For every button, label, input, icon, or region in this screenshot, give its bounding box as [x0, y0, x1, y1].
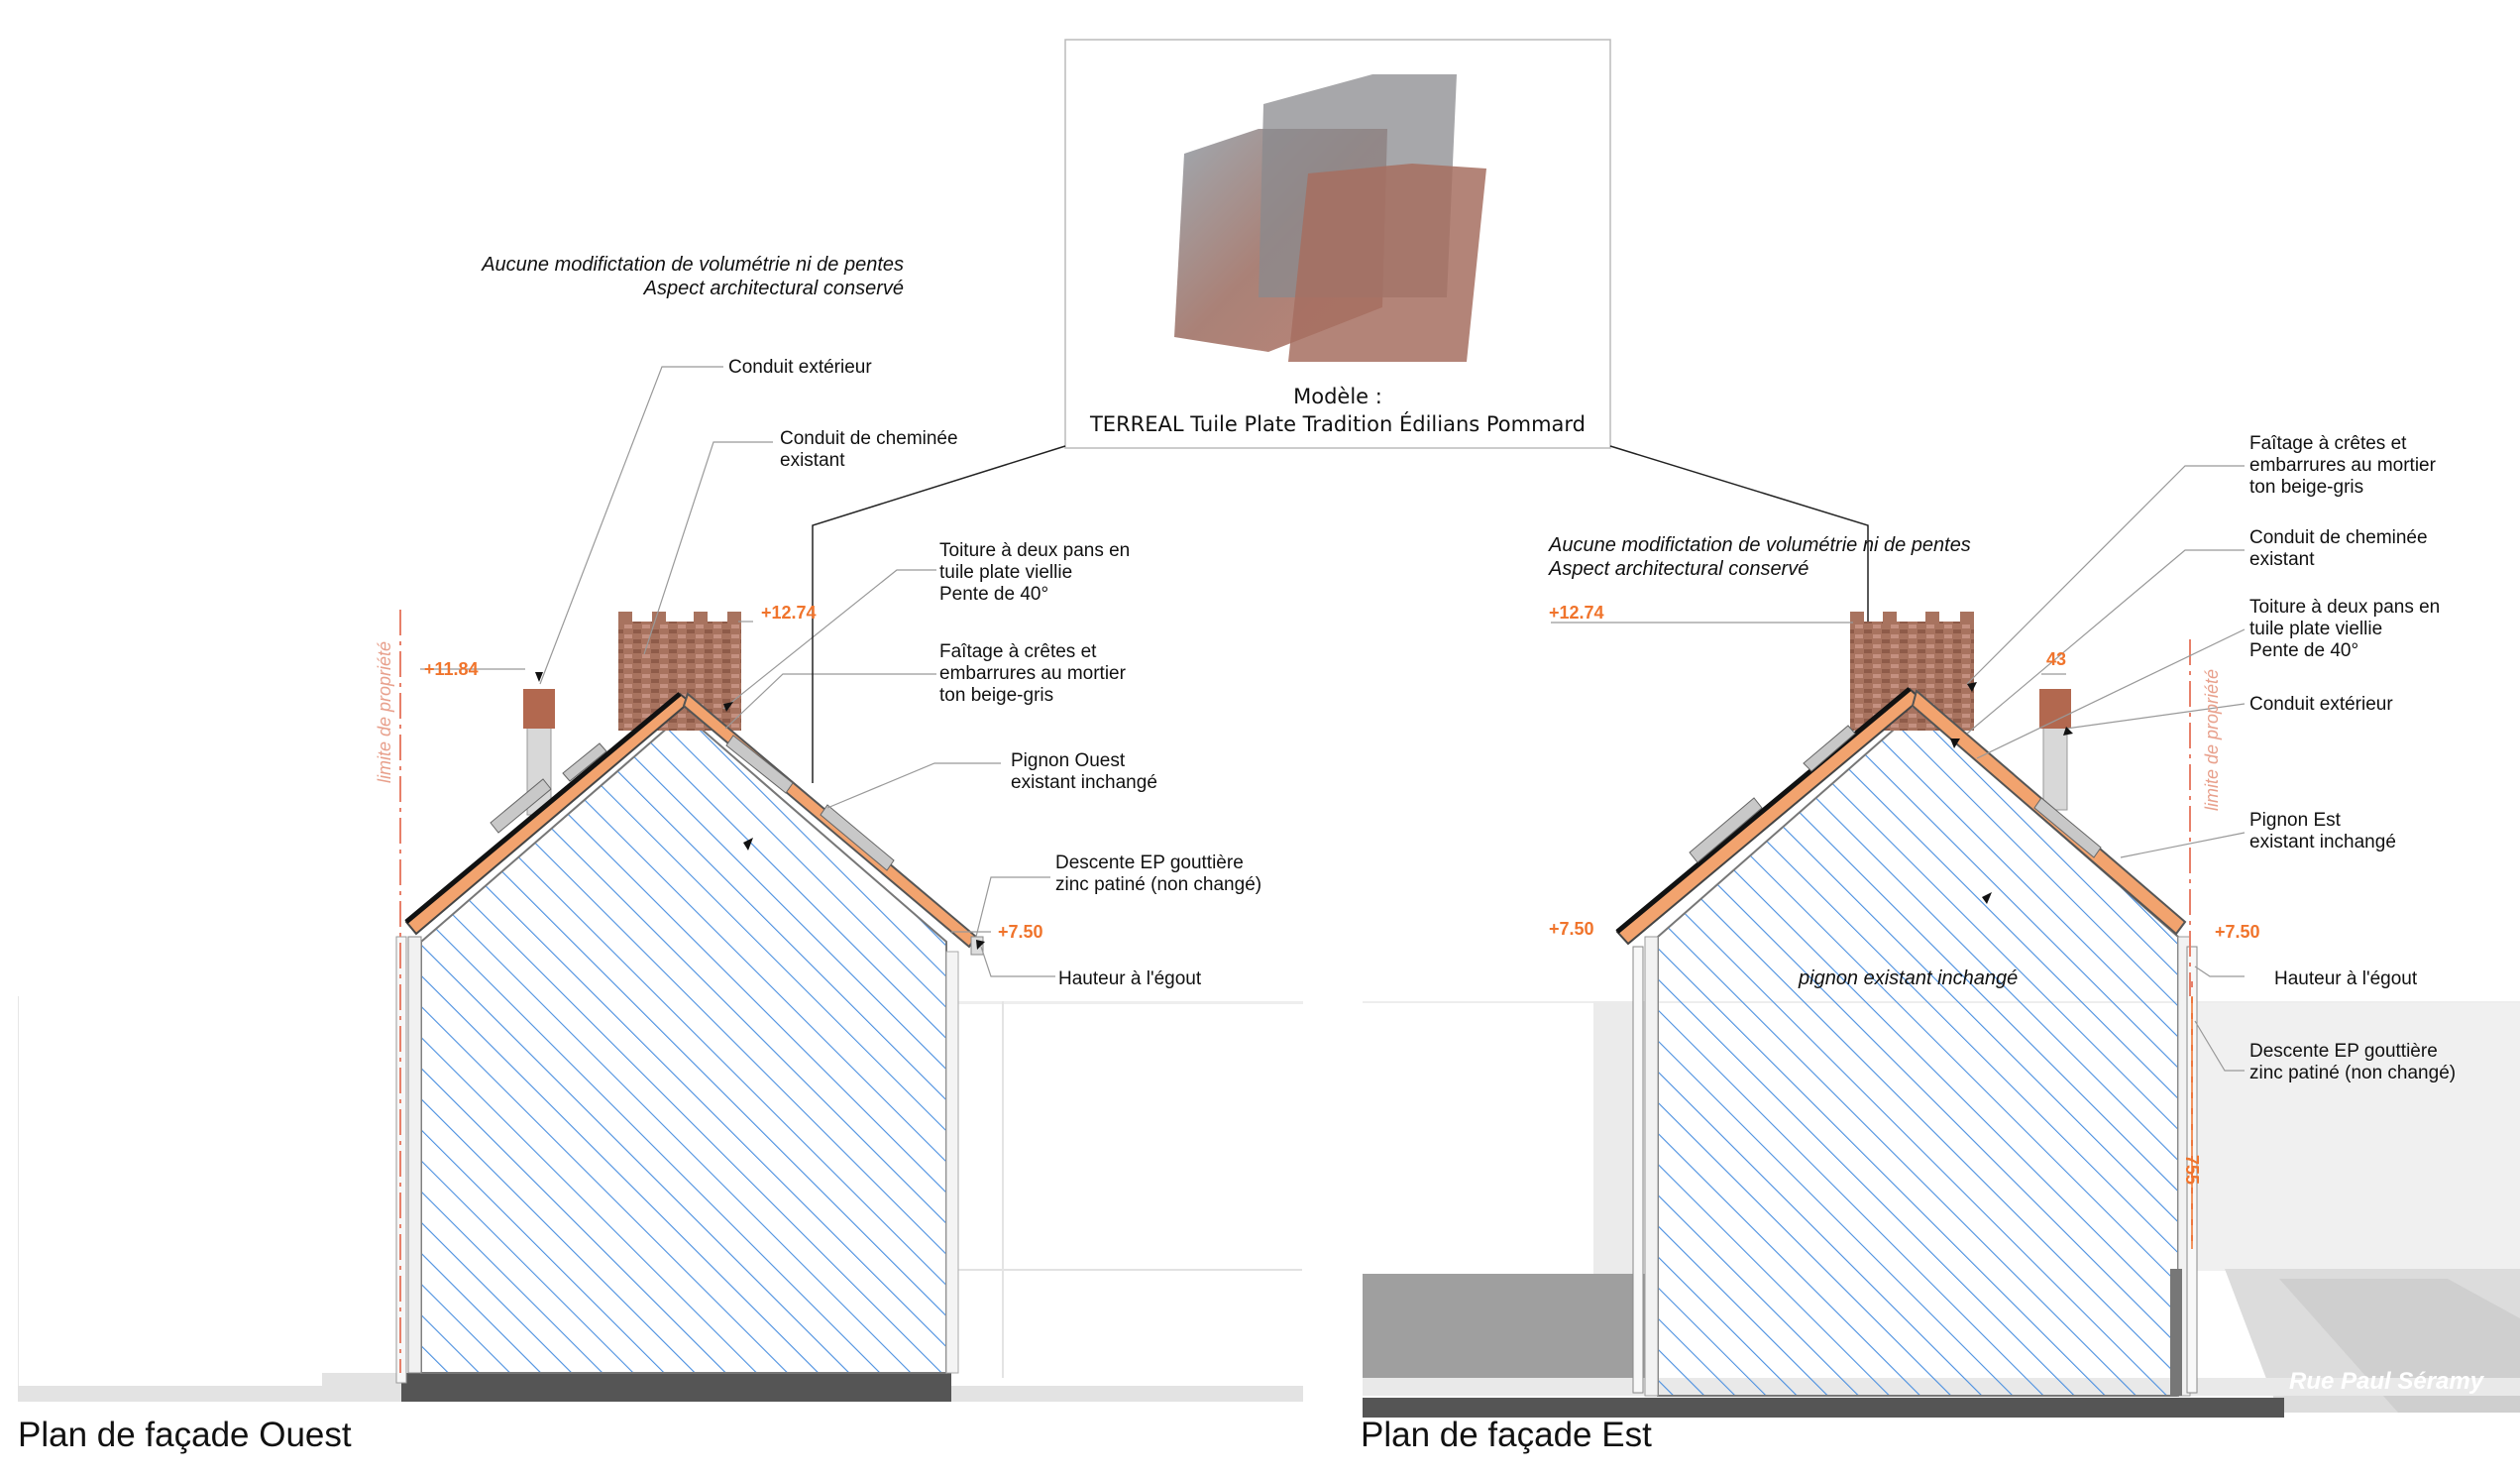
- west-level-chimney: +12.74: [761, 603, 817, 623]
- west-label-ridge: Faîtage à crêtes et embarrures au mortie…: [939, 641, 1126, 706]
- east-foundation: [1363, 1398, 2284, 1418]
- west-ground-step: [322, 1373, 401, 1388]
- west-elevation: [18, 366, 1303, 1402]
- east-label-ridge: Faîtage à crêtes et embarrures au mortie…: [2249, 433, 2436, 498]
- west-foundation: [401, 1373, 951, 1402]
- east-chimney: [1850, 622, 1974, 731]
- east-gable-wall: [1657, 707, 2179, 1397]
- east-elevation: [1363, 465, 2520, 1418]
- west-label-external-flue: Conduit extérieur: [728, 357, 872, 378]
- west-gable-wall: [420, 712, 947, 1374]
- east-label-chimney-flue: Conduit de cheminée existant: [2249, 527, 2428, 570]
- east-caption: Plan de façade Est: [1361, 1416, 1652, 1454]
- east-level-chimney: +12.74: [1549, 603, 1604, 623]
- east-property-limit-label: limite de propriété: [2202, 668, 2222, 811]
- tile-model-box: [812, 39, 1869, 783]
- west-property-limit-label: limite de propriété: [375, 640, 394, 783]
- east-label-eave-height: Hauteur à l'égout: [2274, 968, 2418, 989]
- east-label-external-flue: Conduit extérieur: [2249, 694, 2393, 715]
- west-context-block: [951, 1001, 1303, 1004]
- west-level-flue: +11.84: [424, 659, 479, 679]
- east-label-roof: Toiture à deux pans en tuile plate viell…: [2249, 597, 2441, 661]
- east-street-name: Rue Paul Séramy: [2289, 1368, 2484, 1395]
- west-chimney: [618, 622, 741, 731]
- west-architecture-note: Aucune modifictation de volumétrie ni de…: [482, 254, 904, 299]
- tile-model-caption: Modèle : TERREAL Tuile Plate Tradition É…: [1065, 383, 1610, 438]
- east-dimension-downpipe: 755: [2182, 1155, 2202, 1186]
- west-level-eave: +7.50: [998, 922, 1043, 942]
- east-wall-left-block: [1363, 1274, 1645, 1383]
- east-label-gable: Pignon Est existant inchangé: [2249, 810, 2396, 852]
- east-dimension-flue-offset: 43: [2046, 649, 2067, 669]
- west-context-block: [957, 1269, 1302, 1271]
- east-external-flue: [2042, 725, 2068, 811]
- west-label-chimney-flue: Conduit de cheminée existant: [780, 428, 958, 471]
- west-label-downpipe: Descente EP gouttière zinc patiné (non c…: [1055, 852, 1262, 895]
- west-label-eave-height: Hauteur à l'égout: [1058, 968, 1202, 989]
- west-label-roof: Toiture à deux pans en tuile plate viell…: [939, 540, 1131, 605]
- tile-model-line1: Modèle :: [1293, 385, 1382, 408]
- west-caption: Plan de façade Ouest: [18, 1416, 352, 1454]
- east-level-eave-right: +7.50: [2215, 922, 2260, 942]
- east-label-downpipe: Descente EP gouttière zinc patiné (non c…: [2249, 1041, 2457, 1083]
- west-context-left: [18, 996, 19, 1388]
- east-level-eave-left: +7.50: [1549, 919, 1594, 939]
- east-architecture-note: Aucune modifictation de volumétrie ni de…: [1549, 534, 1971, 580]
- east-wall-text: pignon existant inchangé: [1799, 967, 2019, 989]
- tile-model-line2: TERREAL Tuile Plate Tradition Édilians P…: [1089, 412, 1587, 436]
- west-label-gable: Pignon Ouest existant inchangé: [1011, 750, 1157, 793]
